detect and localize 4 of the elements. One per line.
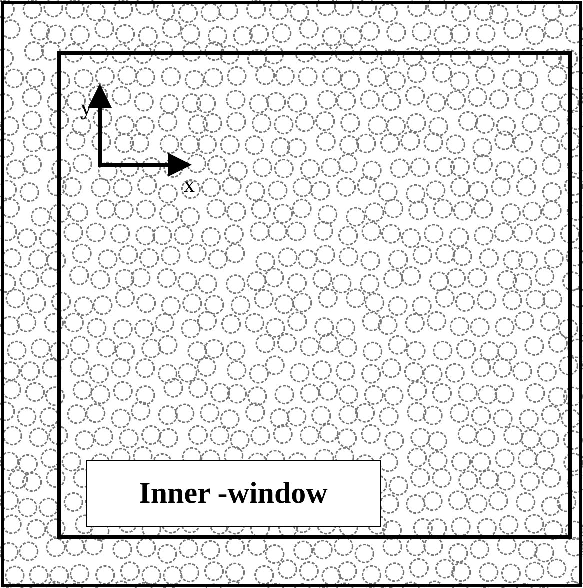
axis-label: x xyxy=(184,174,195,196)
inner-window-frame xyxy=(57,51,572,539)
label-box xyxy=(86,460,381,527)
window-label: Inner -window xyxy=(139,476,328,510)
